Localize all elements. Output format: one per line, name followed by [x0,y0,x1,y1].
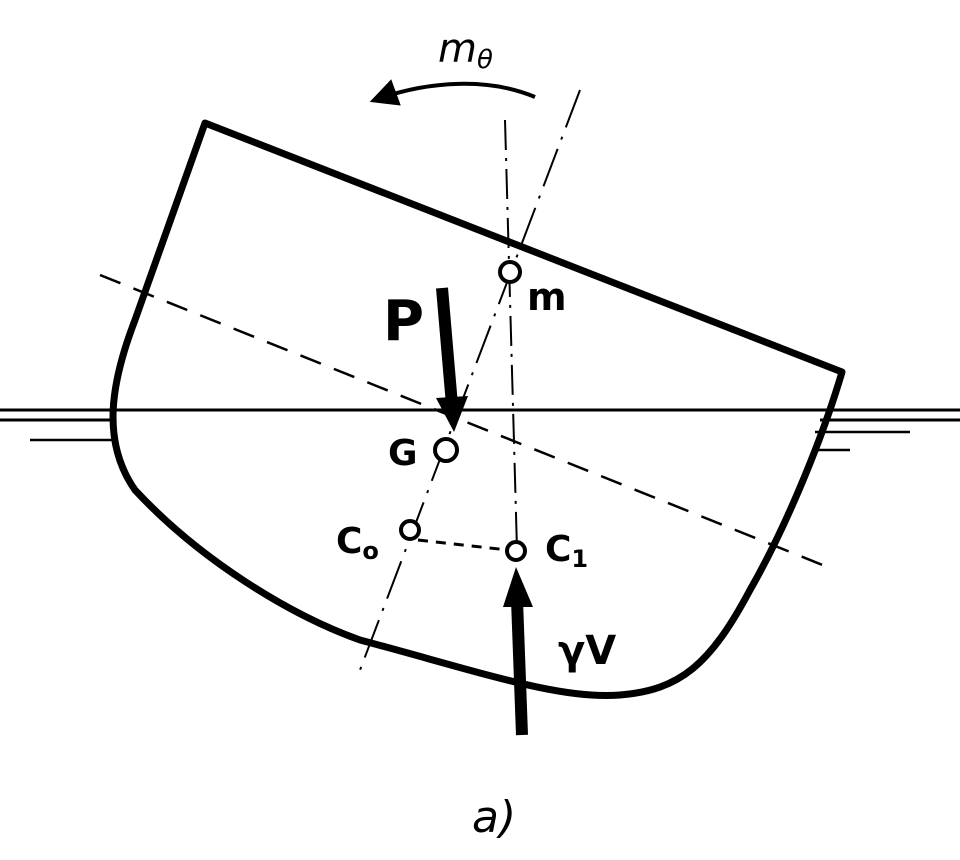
gravity-center-point [433,437,459,463]
hull-outline [109,119,846,700]
gravity-center-label: G [388,433,418,474]
vertical-line-through-c1 [504,119,518,551]
buoyancy-force-arrow [503,567,533,736]
moment-label: mθ [438,26,493,75]
buoyancy-center-heeled-label: C1 [545,529,588,573]
ship-centerline [359,89,581,671]
buoyancy-center-initial-point [399,519,421,541]
buoyancy-center-heeled-point [505,540,527,562]
metacenter-point [498,260,522,284]
weight-force-arrow [436,287,468,432]
figure-caption: a) [472,792,516,843]
buoyancy-force-label: γV [558,628,616,674]
c0-c1-dashed-line [417,538,509,552]
metacenter-label: m [527,275,567,319]
weight-label: P [383,289,424,354]
buoyancy-center-initial-label: Co [336,521,379,565]
heeling-moment-arrow [369,79,536,106]
inclined-waterline [99,273,836,572]
